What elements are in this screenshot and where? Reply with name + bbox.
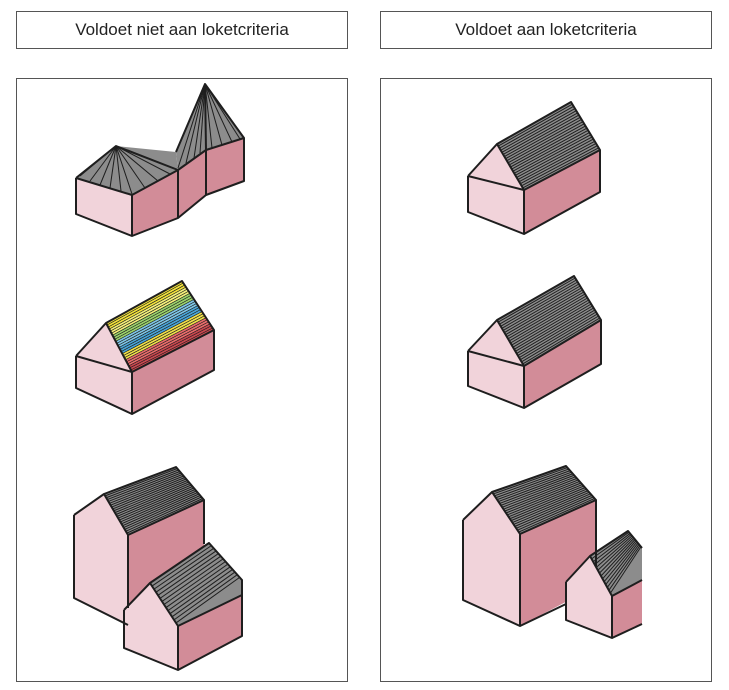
house-simple-2 [468, 276, 601, 408]
house-colored-roof [76, 281, 214, 414]
house-simple-1 [468, 102, 600, 234]
house-tall-with-annex-compliant [463, 466, 642, 638]
house-complex-pyramid-roof [76, 84, 244, 236]
house-tall-with-annex-not-compliant [74, 467, 242, 670]
